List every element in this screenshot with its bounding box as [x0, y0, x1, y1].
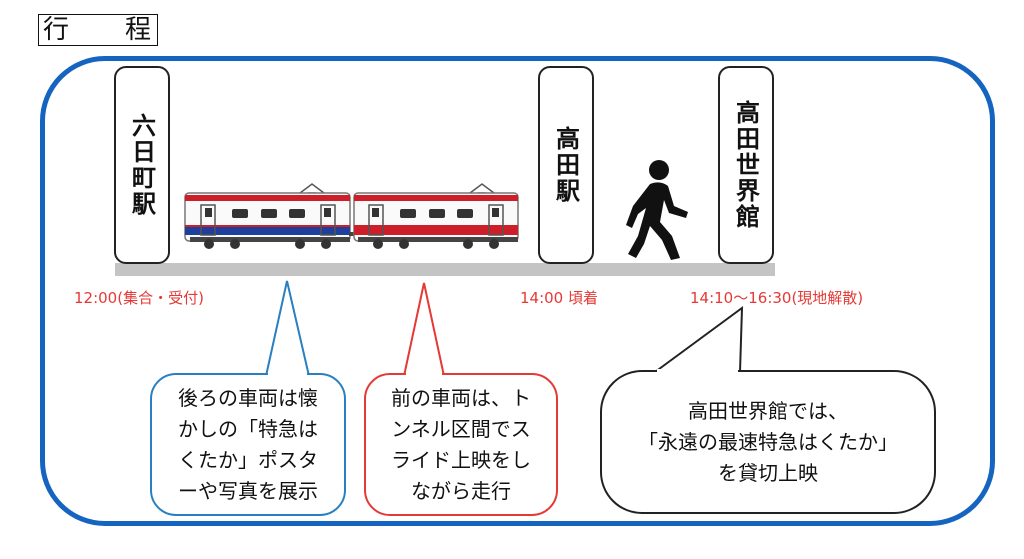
title-char-2: 程: [125, 15, 152, 45]
front-car: [353, 183, 519, 249]
sekaikan-callout-pointer: [654, 305, 744, 373]
time-sekaikan: 14:10～16:30(現地解散): [690, 289, 864, 307]
station-takada-label: 高田駅: [551, 126, 580, 204]
callout-front-car: 前の車両は、ト ンネル区間でス ライド上映をし ながら走行: [364, 373, 558, 516]
callout-sekaikan: 高田世界館では、 「永遠の最速特急はくたか」 を貸切上映: [600, 370, 936, 514]
walking-person-icon: [626, 160, 688, 260]
rear-callout-pointer: [265, 280, 310, 377]
time-start: 12:00(集合・受付): [74, 289, 204, 307]
time-arrive: 14:00 頃着: [520, 289, 598, 307]
station-rokkamachi: 六日町駅: [114, 66, 170, 264]
rear-car: [184, 183, 351, 249]
page-title: 行 程: [38, 14, 158, 46]
callout-rear-car-text: 後ろの車両は懐 かしの「特急は くたか」ポスタ ーや写真を展示: [178, 385, 318, 503]
station-rokkamachi-label: 六日町駅: [127, 113, 156, 217]
platform-bar: [115, 263, 775, 276]
callout-rear-car: 後ろの車両は懐 かしの「特急は くたか」ポスタ ーや写真を展示: [150, 373, 346, 516]
callout-front-car-text: 前の車両は、ト ンネル区間でス ライド上映をし ながら走行: [391, 385, 531, 503]
title-char-1: 行: [43, 15, 70, 45]
itinerary-frame: [40, 56, 995, 526]
station-sekaikan: 高田世界館: [718, 66, 774, 264]
callout-sekaikan-text: 高田世界館では、 「永遠の最速特急はくたか」 を貸切上映: [638, 398, 898, 485]
train-icon: [184, 183, 519, 249]
station-sekaikan-label: 高田世界館: [731, 100, 760, 230]
station-takada: 高田駅: [538, 66, 594, 264]
front-callout-pointer: [403, 282, 445, 377]
